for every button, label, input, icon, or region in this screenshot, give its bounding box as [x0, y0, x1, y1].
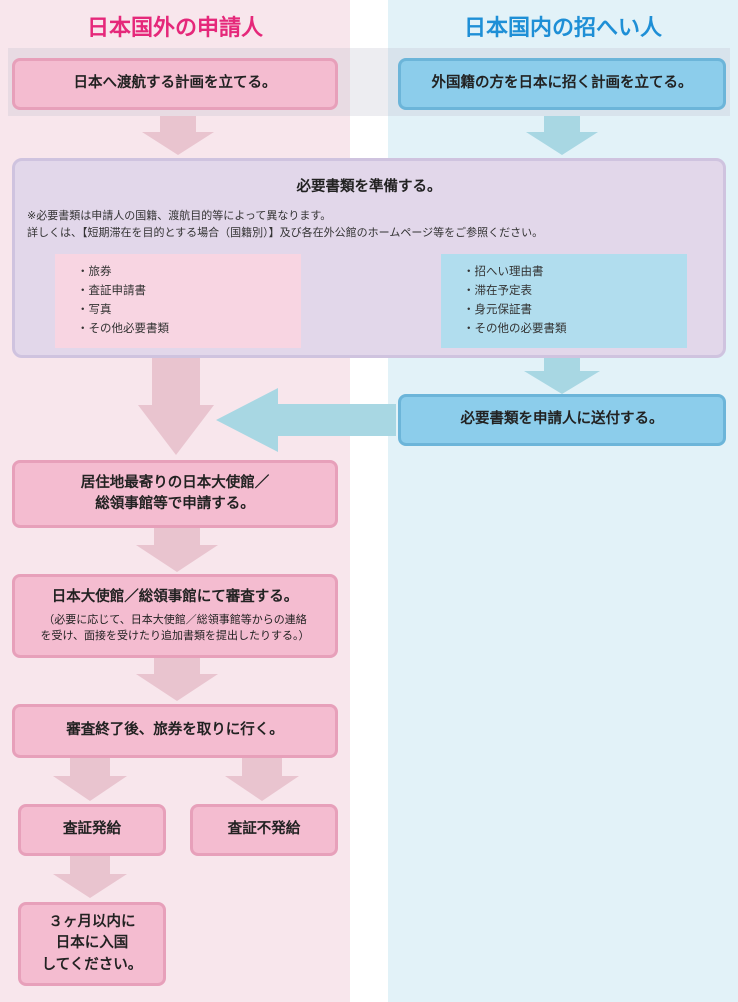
prepare-documents-note-line1: ※必要書類は申請人の国籍、渡航目的等によって異なります。 — [27, 209, 332, 222]
applicant-plan-box: 日本へ渡航する計画を立てる。 — [12, 58, 338, 110]
arrow-plan-to-prepare-left — [142, 116, 214, 155]
inviter-plan-box: 外国籍の方を日本に招く計画を立てる。 — [398, 58, 726, 110]
arrow-plan-to-prepare-right — [526, 116, 598, 155]
list-item: ・査証申請書 — [77, 283, 146, 297]
list-item: ・身元保証書 — [463, 302, 532, 316]
apply-text-line2: 総領事館等で申請する。 — [95, 496, 255, 512]
arrow-pickup-to-issued — [53, 757, 127, 801]
list-item: ・旅券 — [77, 264, 112, 278]
arrow-pickup-to-not-issued — [225, 757, 299, 801]
list-item: ・招へい理由書 — [463, 264, 544, 278]
arrow-apply-to-examine — [136, 527, 218, 572]
entry-text-line2: 日本に入国 — [55, 935, 129, 952]
visa-issued-text: 査証発給 — [63, 821, 121, 838]
list-item: ・その他の必要書類 — [463, 321, 567, 335]
inviter-documents-list: ・招へい理由書 ・滞在予定表 ・身元保証書 ・その他の必要書類 — [441, 254, 687, 348]
entry-text-line3: してください。 — [41, 956, 143, 973]
arrow-examine-to-pickup — [136, 657, 218, 701]
arrow-issued-to-entry — [53, 856, 127, 898]
visa-issued-box: 査証発給 — [18, 804, 166, 856]
applicant-plan-text: 日本へ渡航する計画を立てる。 — [73, 75, 277, 92]
apply-text-line1: 居住地最寄りの日本大使館／ — [80, 474, 270, 491]
prepare-documents-note-line2: 詳しくは、【短期滞在を目的とする場合（国籍別）】及び各在外公館のホームページ等を… — [27, 226, 544, 239]
apply-box: 居住地最寄りの日本大使館／ 総領事館等で申請する。 — [12, 460, 338, 528]
send-documents-box: 必要書類を申請人に送付する。 — [398, 394, 726, 446]
arrow-prepare-to-send — [524, 358, 600, 394]
arrow-prepare-to-apply — [138, 358, 214, 455]
arrow-send-to-applicant — [216, 388, 396, 452]
prepare-documents-box: 必要書類を準備する。 ※必要書類は申請人の国籍、渡航目的等によって異なります。 … — [12, 158, 726, 358]
inviter-plan-text: 外国籍の方を日本に招く計画を立てる。 — [431, 75, 693, 92]
entry-text-line1: ３ヶ月以内に — [48, 914, 136, 931]
entry-box: ３ヶ月以内に 日本に入国 してください。 — [18, 902, 166, 986]
list-item: ・滞在予定表 — [463, 283, 532, 297]
applicant-documents-list: ・旅券 ・査証申請書 ・写真 ・その他必要書類 — [55, 254, 301, 348]
prepare-documents-title: 必要書類を準備する。 — [296, 179, 442, 195]
examine-note-line1: （必要に応じて、日本大使館／総領事館等からの連絡 — [43, 612, 307, 626]
examine-note-line2: を受け、面接を受けたり追加書類を提出したりする。） — [40, 629, 310, 642]
examine-box: 日本大使館／総領事館にて審査する。 （必要に応じて、日本大使館／総領事館等からの… — [12, 574, 338, 658]
examine-note: （必要に応じて、日本大使館／総領事館等からの連絡 を受け、面接を受けたり追加書類… — [41, 612, 310, 645]
inviter-column-title: 日本国内の招へい人 — [463, 16, 662, 41]
examine-title: 日本大使館／総領事館にて審査する。 — [51, 589, 299, 606]
visa-not-issued-box: 査証不発給 — [190, 804, 338, 856]
list-item: ・その他必要書類 — [77, 321, 169, 335]
visa-not-issued-text: 査証不発給 — [227, 821, 301, 838]
pickup-box: 審査終了後、旅券を取りに行く。 — [12, 704, 338, 758]
send-documents-text: 必要書類を申請人に送付する。 — [460, 411, 664, 428]
list-item: ・写真 — [77, 302, 112, 316]
applicant-column-title: 日本国外の申請人 — [86, 16, 263, 41]
pickup-text: 審査終了後、旅券を取りに行く。 — [66, 722, 284, 739]
